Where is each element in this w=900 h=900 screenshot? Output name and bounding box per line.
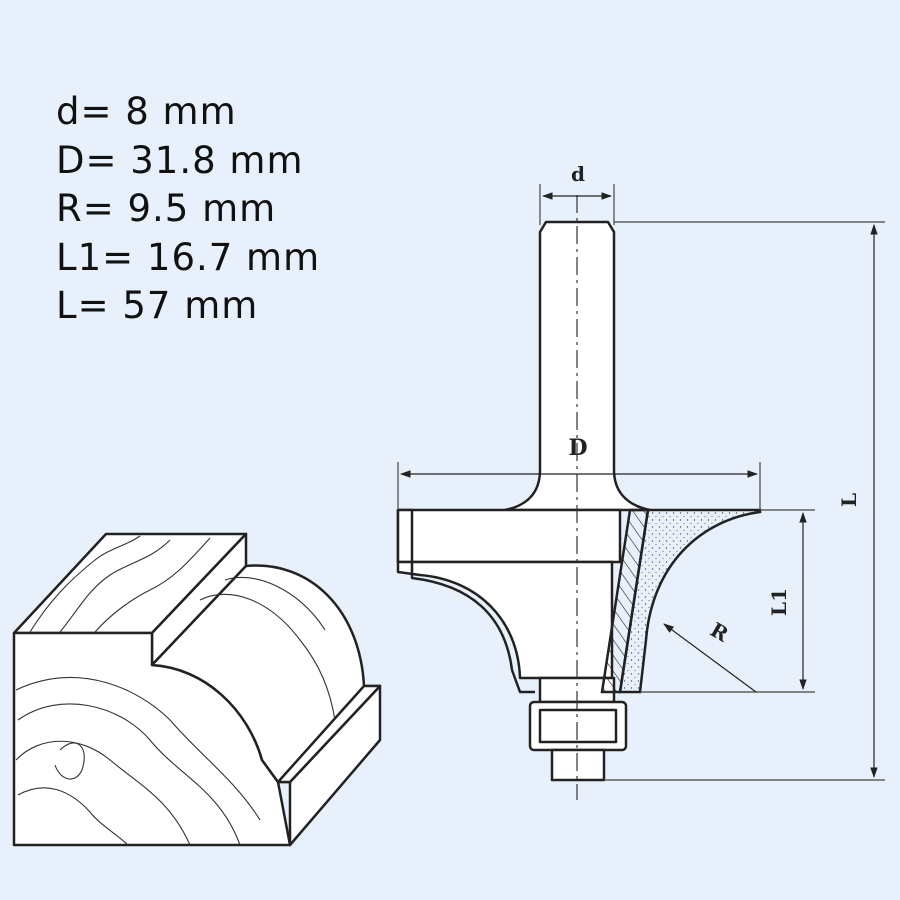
wood-ledge (276, 684, 382, 784)
label-d: d (571, 162, 585, 186)
wood-workpiece (12, 532, 382, 847)
label-D: D (568, 435, 587, 461)
wood-grain (15, 535, 336, 846)
bit-screw (550, 748, 606, 782)
spec-overall-length: L= 57 mm (56, 284, 259, 327)
spec-cutter-diameter: D= 31.8 mm (56, 138, 304, 182)
bit-bearing-inner (538, 708, 618, 744)
spec-radius: R= 9.5 mm (56, 187, 277, 230)
bit-carbide-profile (618, 508, 762, 694)
spec-shank-diameter: d= 8 mm (56, 90, 237, 133)
dim-R-line (663, 623, 757, 693)
bit-body-curve (396, 560, 614, 680)
bit-body-top (396, 508, 622, 564)
bit-cross-section (600, 508, 762, 694)
bit-body-band (396, 508, 414, 564)
dimensions (397, 184, 885, 781)
label-L: L (837, 493, 861, 507)
bit-body-curve-inner (410, 562, 535, 694)
spec-list: d= 8 mm D= 31.8 mm R= 9.5 mm L1= 16.7 mm… (56, 88, 320, 331)
spec-cutting-length: L1= 16.7 mm (56, 235, 321, 279)
label-R: R (706, 617, 733, 646)
router-bit (396, 220, 652, 782)
label-L1: L1 (767, 588, 791, 616)
